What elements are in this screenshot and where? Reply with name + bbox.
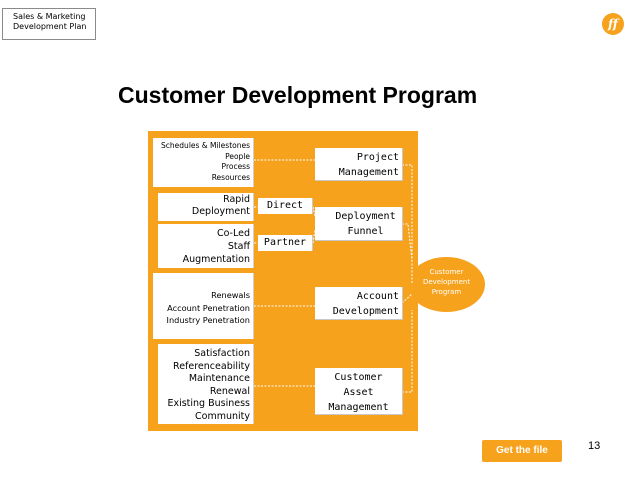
- coled-line-1: Co-Led: [216, 228, 250, 239]
- get-the-file-button[interactable]: Get the file: [482, 440, 562, 462]
- header-line-1: Sales & Marketing: [13, 12, 86, 21]
- hub-ellipse: Customer Development Program: [408, 257, 485, 312]
- rapid-deployment-box: Rapid Deployment: [158, 193, 254, 221]
- satisfaction-line-6: Community: [195, 410, 250, 422]
- direct-box: Direct: [258, 198, 313, 214]
- hub-line-1: Customer: [429, 268, 464, 276]
- page-number: 13: [588, 440, 601, 452]
- satisfaction-line-5: Existing Business: [167, 398, 250, 409]
- asset-line-1: Customer: [334, 372, 383, 383]
- partner-box: Partner: [258, 235, 313, 251]
- schedules-line-4: Resources: [211, 172, 250, 182]
- coled-line-3: Augmentation: [182, 254, 250, 265]
- slide-header-box: Sales & Marketing Development Plan: [2, 8, 96, 40]
- rapid-line-1: Rapid: [223, 194, 250, 205]
- schedules-line-2: People: [225, 151, 250, 161]
- renewals-line-2: Account Penetration: [167, 302, 250, 313]
- satisfaction-line-2: Referenceability: [173, 360, 250, 372]
- asset-line-2: Asset: [343, 387, 374, 398]
- hub-line-3: Program: [431, 288, 462, 296]
- brand-logo-icon: ff: [602, 13, 624, 35]
- funnel-line-1: Deployment: [335, 211, 396, 222]
- account-development-box: Account Development: [315, 287, 403, 320]
- schedules-line-3: Process: [221, 162, 250, 171]
- renewals-box: Renewals Account Penetration Industry Pe…: [153, 273, 254, 339]
- deployment-funnel-box: Deployment Funnel: [315, 207, 403, 241]
- page-title: Customer Development Program: [118, 82, 478, 108]
- co-led-box: Co-Led Staff Augmentation: [158, 224, 254, 268]
- customer-asset-management-box: Customer Asset Management: [315, 368, 403, 415]
- satisfaction-line-4: Renewal: [209, 385, 250, 397]
- project-line-2: Management: [338, 167, 399, 178]
- satisfaction-line-1: Satisfaction: [194, 348, 250, 359]
- project-management-box: Project Management: [315, 148, 403, 181]
- hub-line-2: Development: [422, 278, 471, 286]
- satisfaction-line-3: Maintenance: [188, 373, 250, 384]
- renewals-line-1: Renewals: [211, 290, 250, 300]
- satisfaction-box: Satisfaction Referenceability Maintenanc…: [158, 344, 254, 424]
- schedules-line-1: Schedules & Milestones: [161, 141, 250, 150]
- rapid-line-2: Deployment: [191, 206, 250, 217]
- asset-line-3: Management: [328, 402, 389, 413]
- account-line-2: Development: [332, 306, 399, 317]
- project-line-1: Project: [356, 152, 399, 163]
- renewals-line-3: Industry Penetration: [166, 315, 250, 325]
- schedules-box: Schedules & Milestones People Process Re…: [153, 138, 254, 187]
- funnel-line-2: Funnel: [347, 226, 384, 237]
- account-line-1: Account: [356, 291, 399, 302]
- header-line-2: Development Plan: [13, 22, 87, 31]
- coled-line-2: Staff: [227, 241, 250, 252]
